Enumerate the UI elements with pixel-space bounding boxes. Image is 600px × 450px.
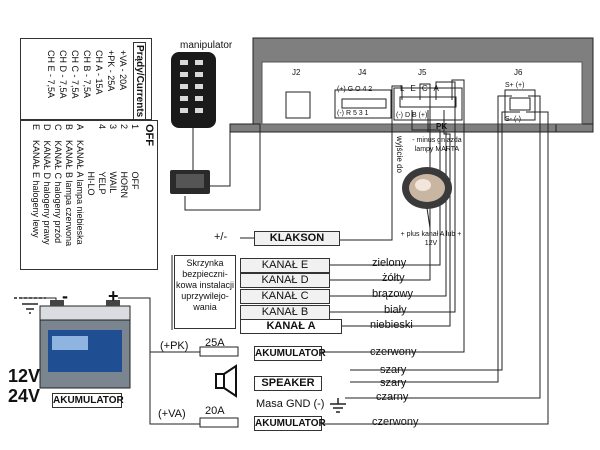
lamp-minus-note: - minus gniazda lampy MARTA xyxy=(412,137,462,153)
cable-junction-box xyxy=(170,170,210,194)
j4-top-pins: (+) G O 4 2 xyxy=(337,86,373,93)
currents-item: +PK - 25A xyxy=(106,50,116,92)
channel-c-wire-color: brązowy xyxy=(372,288,413,300)
mode-item: D KANAŁ D halogeny prawy xyxy=(42,124,52,245)
lamp-vertical-note: wyjście do xyxy=(395,136,404,173)
mode-item: 3 WAIL xyxy=(108,124,118,194)
currents-item: +VA - 20A xyxy=(118,50,128,91)
j4-connector xyxy=(334,89,392,119)
lamp-plus-note: + plus kanał A lub + 12V xyxy=(400,231,462,247)
j5-bottom-pins: (-) D B (+) xyxy=(396,112,428,119)
fuse-pk xyxy=(199,346,239,357)
mode-item: A KANAŁ A lampa niebieska xyxy=(75,124,85,245)
pk-akumulator-label: AKUMULATOR xyxy=(254,346,326,361)
channel-e-label: KANAŁ E xyxy=(240,258,330,273)
battery-12v: 12V xyxy=(8,366,41,386)
currents-item: CH B - 7,5A xyxy=(82,50,92,99)
speaker-label: SPEAKER xyxy=(254,376,322,391)
currents-panel xyxy=(20,38,152,120)
j6-label: J6 xyxy=(514,68,523,77)
currents-item: CH C - 7,5A xyxy=(70,50,80,99)
currents-item: CH D - 7,5A xyxy=(58,50,68,99)
fuse-box-note: Skrzynka bezpieczni-kowa instalacji uprz… xyxy=(174,255,236,329)
ground-icon-battery xyxy=(14,297,46,314)
j5-top-pins: L E C A xyxy=(400,84,441,93)
modes-panel xyxy=(20,120,158,270)
lamp-icon xyxy=(402,167,452,229)
mode-item: B KANAŁ B lampa czerwona xyxy=(64,124,74,247)
channel-e-wire-color: zielony xyxy=(372,257,407,269)
currents-item: CH E - 7,5A xyxy=(46,50,56,99)
j5-pk-label: PK xyxy=(436,122,448,131)
ground-wire-color: czarny xyxy=(376,391,409,403)
va-akumulator-label: AKUMULATOR xyxy=(254,416,326,431)
mode-item: 4 YELP xyxy=(97,124,107,195)
j2-connector xyxy=(285,91,311,119)
channel-b-wire-color: biały xyxy=(384,304,407,316)
pk-prefix: (+PK) xyxy=(160,340,189,352)
currents-item: CH A - 15A xyxy=(94,50,104,95)
manipulator-keypad xyxy=(171,52,216,128)
channel-b-label: KANAŁ B xyxy=(240,305,330,320)
mode-item: 2 HORN xyxy=(119,124,129,199)
channel-d-label: KANAŁ D xyxy=(240,273,330,288)
j5-label: J5 xyxy=(418,68,427,77)
mode-item: 1 OFF xyxy=(130,124,140,190)
ground-label: Masa GND (-) xyxy=(256,398,325,410)
speaker-icon xyxy=(215,364,237,398)
fuse-va xyxy=(199,417,239,428)
va-fuse-rating: 20A xyxy=(205,405,225,417)
manipulator-label: manipulator xyxy=(180,40,233,51)
j6-bottom-pins: S- (-) xyxy=(505,116,521,123)
battery-icon xyxy=(39,300,131,389)
mode-item: C KANAŁ C halogeny przód xyxy=(53,124,63,244)
channel-a-label: KANAŁ A xyxy=(240,319,342,334)
j4-bottom-pins: (-) R 5 3 1 xyxy=(337,110,369,117)
channel-c-label: KANAŁ C xyxy=(240,289,330,304)
mode-item: HI-LO xyxy=(86,171,96,196)
battery-plus: + xyxy=(108,286,119,306)
j6-connector xyxy=(504,89,536,121)
channel-d-wire-color: żółty xyxy=(382,272,405,284)
klakson-prefix: +/- xyxy=(214,231,228,243)
j6-top-pins: S+ (+) xyxy=(505,82,525,89)
klakson-label: KLAKSON xyxy=(254,231,340,246)
ground-icon-gnd xyxy=(330,398,346,413)
j2-label: J2 xyxy=(292,68,301,77)
battery-minus: - xyxy=(62,286,68,306)
va-prefix: (+VA) xyxy=(158,408,186,420)
va-wire-color: czerwony xyxy=(372,416,419,428)
channel-a-wire-color: niebieski xyxy=(370,319,413,331)
speaker-wire-2: szary xyxy=(380,377,407,389)
speaker-wire-1: szary xyxy=(380,364,407,376)
pk-wire-color: czerwony xyxy=(370,346,417,358)
pk-fuse-rating: 25A xyxy=(205,337,225,349)
modes-title: OFF xyxy=(143,124,155,146)
battery-24v: 24V xyxy=(8,386,41,406)
j4-label: J4 xyxy=(358,68,367,77)
mode-item: E KANAŁ E halogeny lewy xyxy=(31,124,41,238)
currents-title: Prądy/Currents xyxy=(133,42,146,121)
battery-label: AKUMULATOR xyxy=(52,393,124,408)
